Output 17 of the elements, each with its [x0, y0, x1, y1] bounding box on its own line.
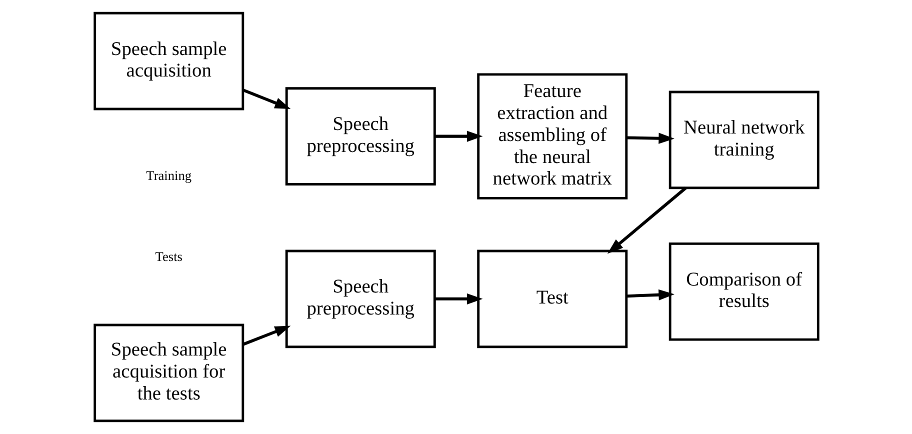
node-box: Speech sample acquisition for the tests: [93, 324, 244, 422]
node-box: Feature extraction and assembling of the neural network matrix: [476, 73, 628, 200]
arrow: [434, 130, 482, 142]
arrow: [626, 289, 674, 300]
node-box: Speech preprocessing: [284, 250, 436, 348]
label: Training: [146, 168, 192, 183]
node-box: Neural network training: [668, 90, 819, 190]
arrow: [606, 186, 686, 254]
label: Tests: [154, 249, 182, 264]
node-box: Speech sample acquisition: [93, 12, 244, 110]
node-box: Comparison of results: [668, 242, 819, 341]
arrow: [434, 293, 482, 304]
arrow: [242, 88, 290, 109]
arrow: [242, 326, 290, 346]
arrow: [626, 132, 674, 144]
node-box: Test: [476, 250, 628, 348]
node-box: Speech preprocessing: [284, 87, 436, 186]
